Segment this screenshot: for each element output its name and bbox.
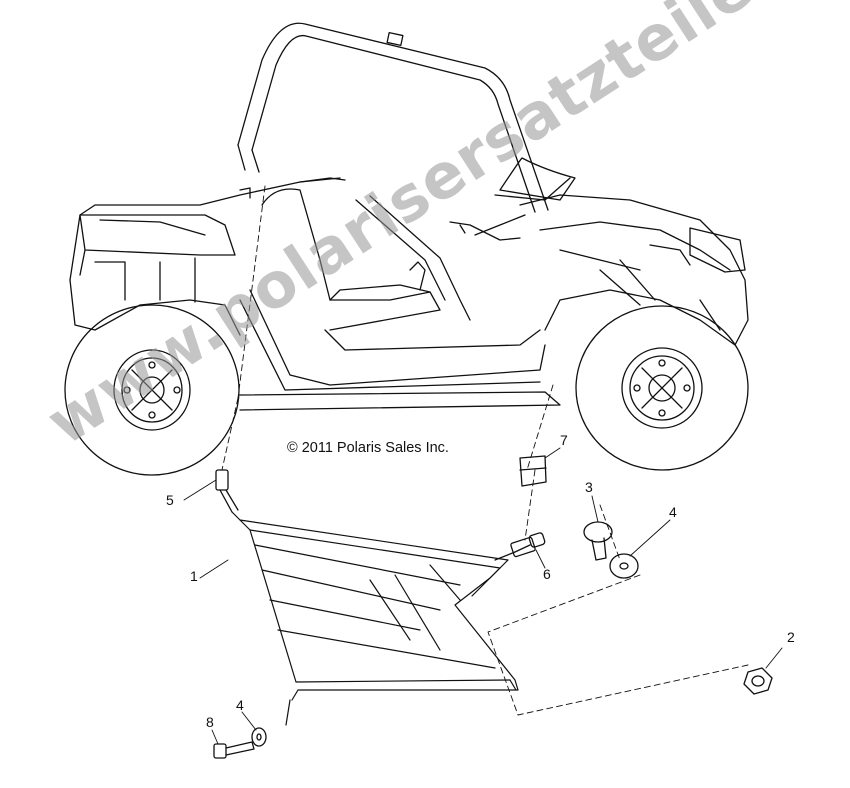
leader-lines bbox=[221, 185, 749, 716]
bolt-8 bbox=[213, 741, 255, 759]
rear-wheel bbox=[64, 304, 240, 476]
cab-interior bbox=[239, 157, 576, 411]
front-body bbox=[474, 194, 749, 346]
callout-3: 3 bbox=[585, 479, 593, 495]
door-net-frame bbox=[231, 511, 519, 726]
washer-4-upper bbox=[609, 553, 639, 579]
bracket-7 bbox=[519, 455, 547, 487]
copyright-text: © 2011 Polaris Sales Inc. bbox=[287, 440, 449, 456]
buckle-5 bbox=[215, 469, 239, 513]
callout-4-upper: 4 bbox=[669, 504, 677, 520]
callout-4-lower: 4 bbox=[236, 697, 244, 713]
callout-8: 8 bbox=[206, 714, 214, 730]
callout-5: 5 bbox=[166, 492, 174, 508]
rear-body bbox=[69, 177, 346, 336]
callout-6: 6 bbox=[543, 566, 551, 582]
roll-cage bbox=[237, 22, 549, 213]
latch-6 bbox=[494, 532, 546, 561]
washer-4-lower bbox=[251, 727, 267, 747]
callout-1: 1 bbox=[190, 568, 198, 584]
callout-leaders bbox=[183, 447, 783, 745]
front-wheel bbox=[575, 305, 749, 471]
callout-2: 2 bbox=[787, 629, 795, 645]
nut-2 bbox=[743, 667, 773, 695]
callout-7: 7 bbox=[560, 432, 568, 448]
